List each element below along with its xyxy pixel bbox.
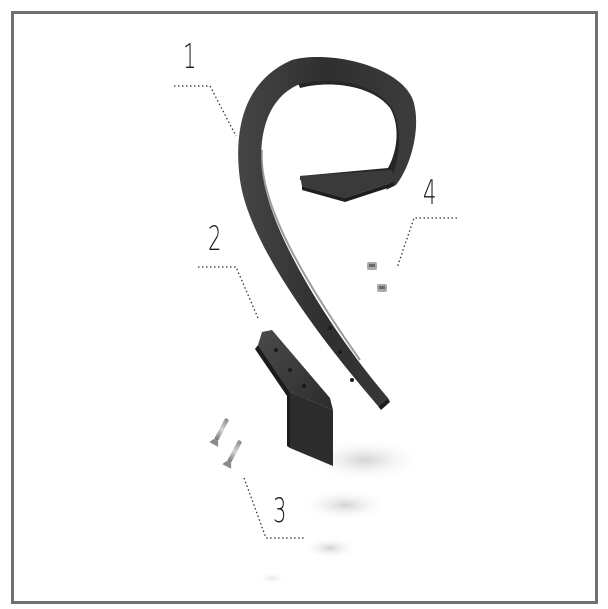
shadow-medium <box>300 489 390 521</box>
shadow-tiny <box>258 573 286 583</box>
leader-line-4 <box>397 218 457 268</box>
part-4-nuts <box>367 262 387 292</box>
leader-line-1 <box>174 86 236 136</box>
screw <box>209 416 231 446</box>
screw <box>222 438 244 468</box>
bracket-hole <box>274 348 278 352</box>
bracket-hole <box>288 368 292 372</box>
hook-hole <box>338 350 342 354</box>
part-2-bracket <box>255 330 333 466</box>
part-3-screws <box>209 416 244 468</box>
callout-2: 2 <box>208 222 221 256</box>
callout-4: 4 <box>423 176 436 210</box>
shadow-small <box>302 537 358 559</box>
callout-1: 1 <box>183 40 196 74</box>
leader-line-2 <box>198 267 258 318</box>
bracket-hole <box>302 384 306 388</box>
hook-hole <box>350 378 354 382</box>
hook-hole <box>328 326 332 330</box>
callout-3: 3 <box>273 494 286 528</box>
nut <box>377 284 387 292</box>
hook-mounting-tab <box>300 170 394 198</box>
nut <box>367 262 377 270</box>
